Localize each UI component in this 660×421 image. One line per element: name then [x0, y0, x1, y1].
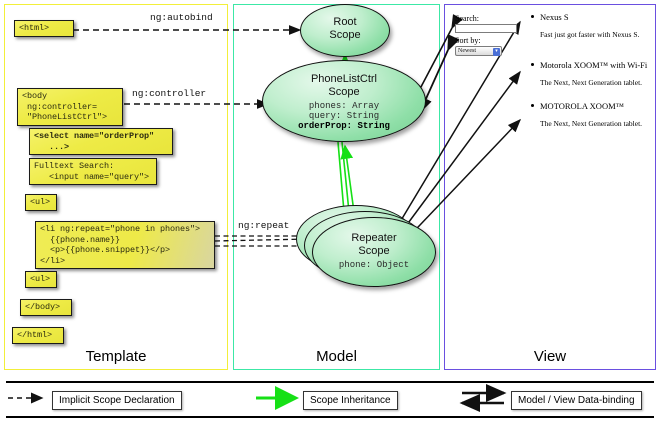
- legend-divider-top: [6, 381, 654, 383]
- search-input[interactable]: [455, 24, 517, 33]
- scope-phonelistctrl-title: PhoneListCtrl Scope: [310, 73, 378, 98]
- chevron-down-icon: ▾: [493, 48, 500, 56]
- scope-phonelistctrl-props: phones: Array query: String: [308, 101, 380, 121]
- phone-name: MOTOROLA XOOM™: [540, 101, 624, 111]
- bullet-icon: [531, 63, 534, 66]
- legend-scope-inheritance: Scope Inheritance: [303, 391, 398, 410]
- code-box-select-orderprop: <select name="orderProp" ...>: [29, 128, 173, 155]
- phone-snippet: The Next, Next Generation tablet.: [540, 78, 643, 87]
- scope-phonelistctrl-props-bold: orderProp: String: [298, 121, 390, 131]
- code-box-ul-open: <ul>: [25, 194, 57, 211]
- scope-phonelistctrl: PhoneListCtrl Scope phones: Array query:…: [262, 60, 426, 142]
- sort-by-selected-value: Newest: [458, 48, 476, 54]
- label-ng-repeat: ng:repeat: [238, 220, 290, 231]
- panel-model: Model: [233, 4, 440, 370]
- panel-title-view: View: [533, 348, 567, 365]
- scope-root-title: Root Scope: [329, 16, 361, 41]
- phone-snippet: Fast just got faster with Nexus S.: [540, 30, 640, 39]
- legend-model-view-data-binding: Model / View Data-binding: [511, 391, 642, 410]
- bullet-icon: [531, 104, 534, 107]
- legend-divider-bottom: [6, 416, 654, 418]
- view-search-label: Search:: [455, 14, 479, 23]
- phone-name: Nexus S: [540, 12, 569, 22]
- legend-implicit-scope-declaration: Implicit Scope Declaration: [52, 391, 182, 410]
- phone-name: Motorola XOOM™ with Wi-Fi: [540, 60, 648, 70]
- code-box-body-controller: <body ng:controller= "PhoneListCtrl">: [17, 88, 123, 126]
- panel-view: View: [444, 4, 656, 370]
- list-item[interactable]: Motorola XOOM™ with Wi-Fi: [531, 60, 648, 70]
- view-sort-label: Sort by:: [455, 36, 481, 45]
- phone-snippet: The Next, Next Generation tablet.: [540, 119, 643, 128]
- code-box-body-close: </body>: [20, 299, 72, 316]
- scope-repeater: Repeater Scope phone: Object: [312, 217, 436, 287]
- code-box-html-close: </html>: [12, 327, 64, 344]
- bullet-icon: [531, 15, 534, 18]
- list-item[interactable]: MOTOROLA XOOM™: [531, 101, 624, 111]
- label-ng-autobind: ng:autobind: [150, 12, 213, 23]
- code-box-html-open: <html>: [14, 20, 74, 37]
- code-box-fulltext-search: Fulltext Search: <input name="query">: [29, 158, 157, 185]
- code-box-li-ngrepeat: <li ng:repeat="phone in phones"> {{phone…: [35, 221, 215, 269]
- code-box-ul-close: <ul>: [25, 271, 57, 288]
- panel-title-model: Model: [316, 348, 357, 365]
- panel-title-template: Template: [85, 348, 147, 365]
- list-item[interactable]: Nexus S: [531, 12, 569, 22]
- sort-by-select[interactable]: Newest ▾: [455, 46, 502, 56]
- scope-repeater-props: phone: Object: [338, 260, 410, 270]
- scope-repeater-title: Repeater Scope: [351, 232, 397, 257]
- label-ng-controller: ng:controller: [132, 88, 207, 99]
- scope-root: Root Scope: [300, 4, 390, 57]
